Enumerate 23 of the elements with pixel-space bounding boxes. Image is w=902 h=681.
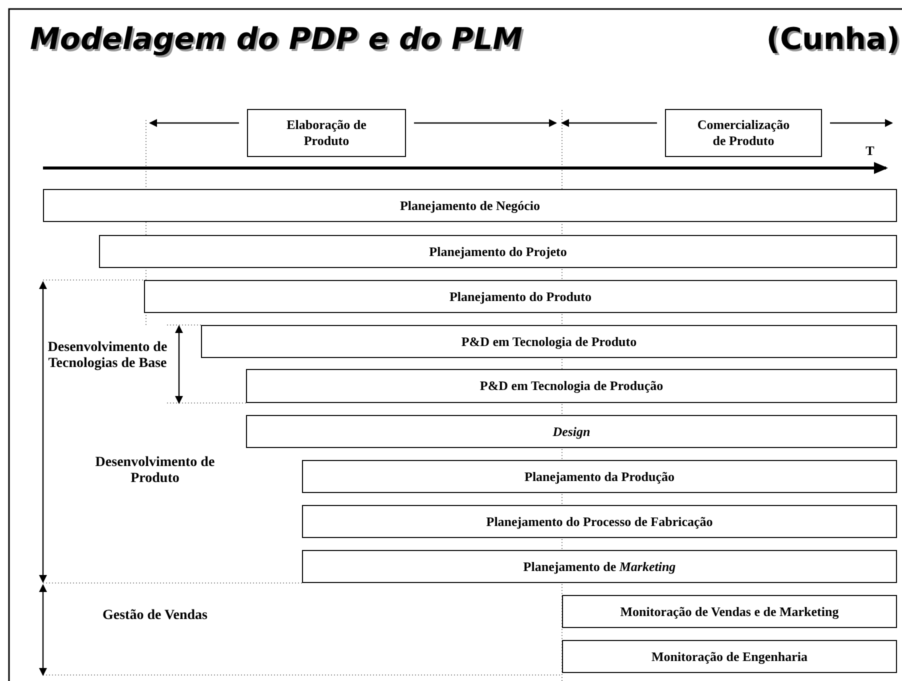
title: Modelagem do PDP e do PLM [30,22,522,57]
activity-bar: P&D em Tecnologia de Produto [201,325,897,358]
activity-bar: Planejamento de Negócio [43,189,897,222]
arrow [561,119,657,127]
activity-bar: Planejamento da Produção [302,460,897,493]
phase-label: Gestão de Vendas [101,608,209,624]
activity-bar: Planejamento do Projeto [99,235,897,268]
phase-label: Desenvolvimento de Tecnologias de Base [46,340,168,372]
activity-bar: Design [246,415,897,448]
activity-bar: Planejamento de Marketing [302,550,897,583]
label-box: Elaboração de Produto [247,109,406,157]
axis-label: T [864,143,876,159]
arrow [149,119,239,127]
activity-bar: Monitoração de Engenharia [562,640,897,673]
activity-bar: Planejamento do Produto [144,280,897,313]
arrow [830,119,893,127]
activity-bar: Monitoração de Vendas e de Marketing [562,595,897,628]
activity-bar: Planejamento do Processo de Fabricação [302,505,897,538]
phase-label: Desenvolvimento de Produto [95,455,215,487]
activity-bar: P&D em Tecnologia de Produção [246,369,897,403]
arrow [414,119,557,127]
citation-text: (Cunha) [765,22,900,57]
label-box: Comercialização de Produto [665,109,822,157]
